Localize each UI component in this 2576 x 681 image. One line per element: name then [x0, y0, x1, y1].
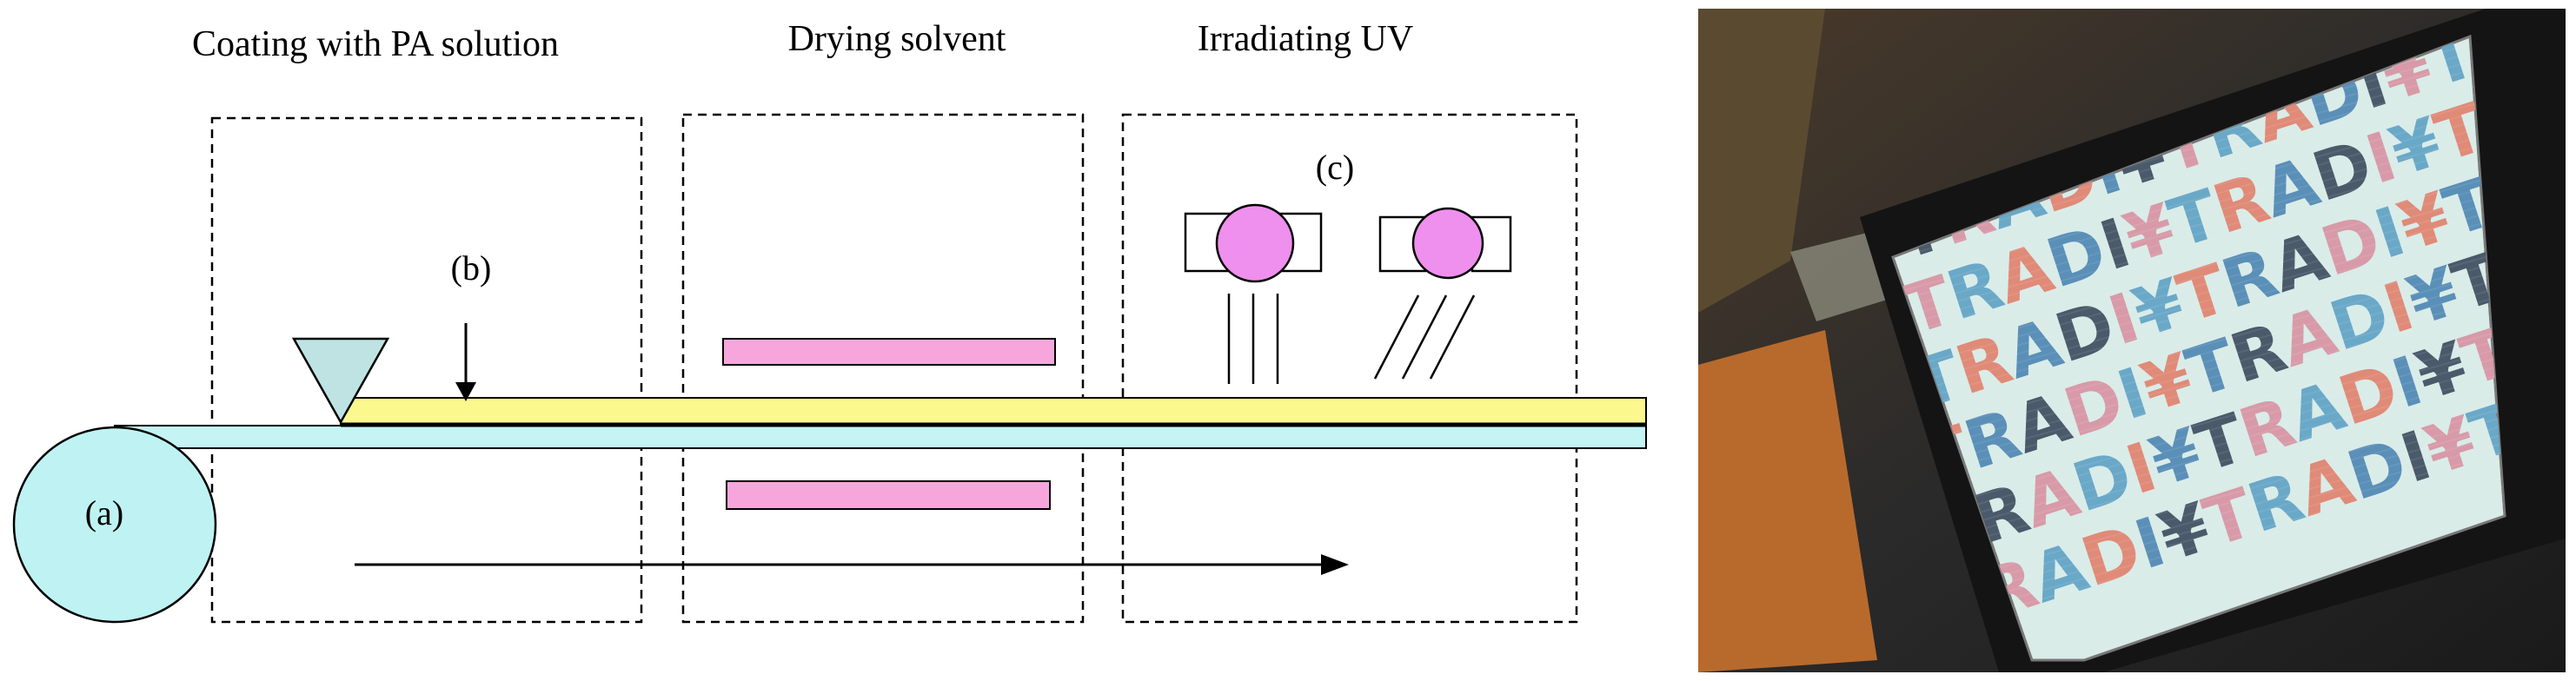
- heater-bottom: [726, 480, 1051, 510]
- uv-lamp-2: [1378, 207, 1512, 280]
- uv-rays-vertical: [1227, 294, 1279, 384]
- uv-zone-box: [1121, 113, 1578, 624]
- coating-nozzle: [291, 337, 390, 425]
- uv-lamp-1: [1184, 203, 1323, 283]
- drying-zone-box: [681, 113, 1085, 624]
- step-title-uv: Irradiating UV: [1198, 19, 1413, 59]
- marker-b: (b): [451, 248, 492, 288]
- coating-zone-box: [210, 116, 643, 624]
- marker-c: (c): [1316, 148, 1354, 187]
- marker-a: (a): [85, 493, 123, 532]
- transport-direction-arrow-head: [1321, 554, 1349, 575]
- base-film: [114, 425, 1647, 449]
- coating-layer: [340, 397, 1647, 425]
- supply-roll: [12, 426, 217, 624]
- marker-b-arrow-head: [455, 382, 476, 401]
- uv-rays-slanted: [1373, 294, 1476, 380]
- heater-top: [722, 338, 1056, 366]
- step-title-coating: Coating with PA solution: [192, 24, 559, 64]
- step-title-drying: Drying solvent: [788, 19, 1006, 59]
